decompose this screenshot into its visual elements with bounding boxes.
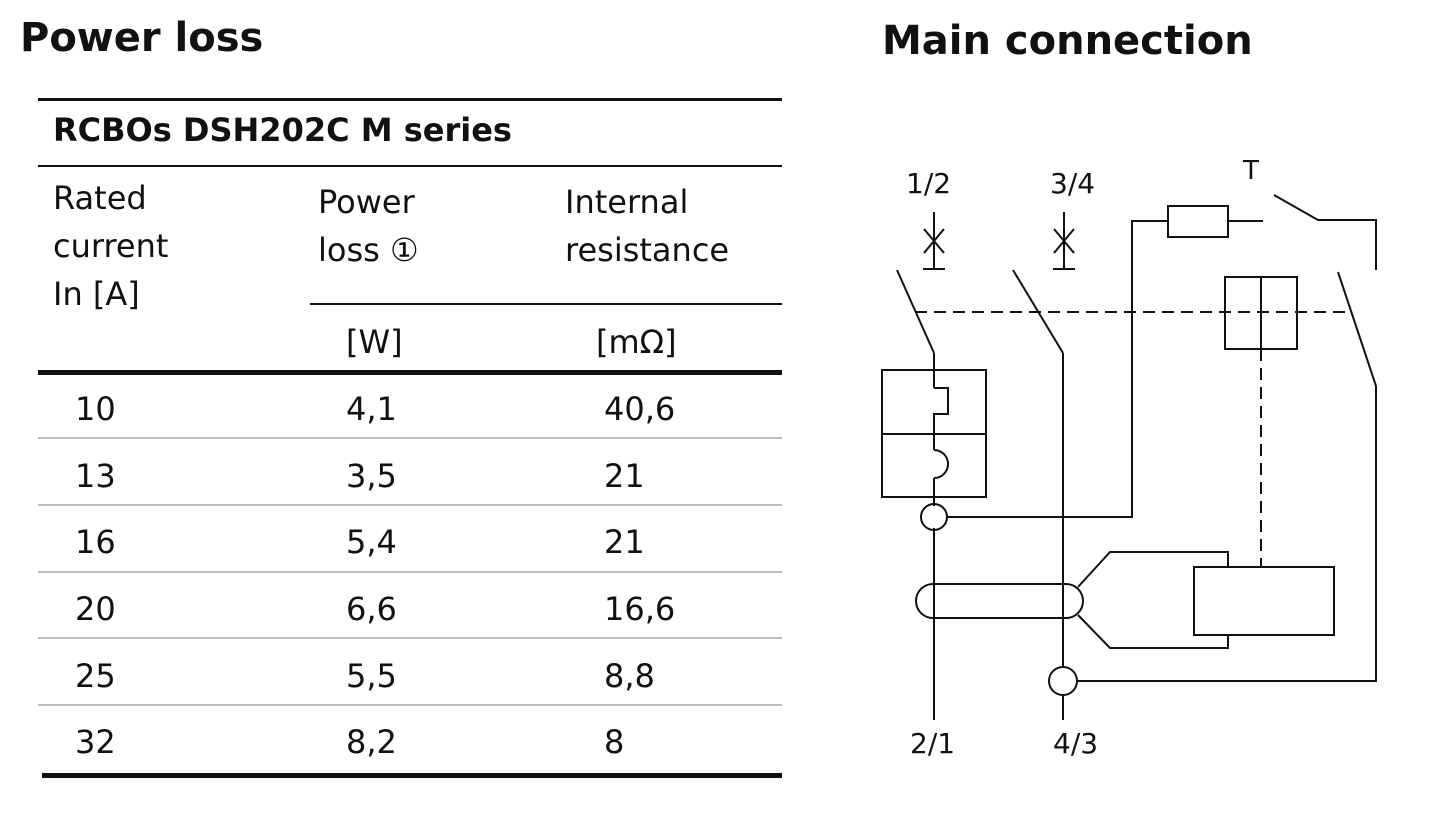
row-divider bbox=[38, 704, 782, 706]
header-internal-unit: [mΩ] bbox=[596, 323, 677, 361]
row-4-power: 6,6 bbox=[346, 590, 397, 628]
row-3-rated: 16 bbox=[75, 523, 116, 561]
terminal-circle-2 bbox=[1048, 666, 1078, 696]
row-divider bbox=[38, 637, 782, 639]
isolator-cross-2 bbox=[1053, 212, 1075, 270]
test-return-wire bbox=[1077, 386, 1377, 682]
test-button-contact bbox=[1273, 194, 1377, 270]
row-1-rated: 10 bbox=[75, 390, 116, 428]
test-button-label: T bbox=[1242, 156, 1259, 186]
table-bottom-rule bbox=[42, 773, 782, 778]
header-internal-line1: Internal bbox=[565, 183, 689, 221]
row-6-power: 8,2 bbox=[346, 723, 397, 761]
table-top-rule bbox=[38, 98, 782, 101]
row-3-power: 5,4 bbox=[346, 523, 397, 561]
main-connection-title: Main connection bbox=[882, 18, 1253, 64]
power-loss-title: Power loss bbox=[20, 15, 264, 61]
row-4-rated: 20 bbox=[75, 590, 116, 628]
residual-current-evaluation-box bbox=[1193, 566, 1335, 636]
header-bottom-rule bbox=[38, 370, 782, 375]
thermal-magnetic-release bbox=[881, 369, 987, 506]
row-2-rated: 13 bbox=[75, 457, 116, 495]
current-transformer bbox=[915, 583, 1084, 619]
row-divider bbox=[38, 571, 782, 573]
row-5-internal: 8,8 bbox=[604, 657, 655, 695]
table-caption: RCBOs DSH202C M series bbox=[53, 111, 512, 149]
test-resistor bbox=[1167, 205, 1229, 238]
caption-rule bbox=[38, 165, 782, 167]
power-loss-table: RCBOs DSH202C M series Rated current In … bbox=[38, 98, 782, 788]
row-6-internal: 8 bbox=[604, 723, 625, 761]
trip-relay bbox=[1224, 276, 1298, 350]
terminal-top-2-label: 3/4 bbox=[1050, 167, 1095, 200]
row-divider bbox=[38, 437, 782, 439]
header-rated-line2: current bbox=[53, 227, 169, 265]
row-1-internal: 40,6 bbox=[604, 390, 676, 428]
test-circuit-wire bbox=[947, 220, 1168, 518]
header-power-line1: Power bbox=[318, 183, 415, 221]
row-divider bbox=[38, 504, 782, 506]
row-5-power: 5,5 bbox=[346, 657, 397, 695]
terminal-top-1-label: 1/2 bbox=[906, 167, 951, 200]
row-1-power: 4,1 bbox=[346, 390, 397, 428]
header-rated-line3: In [A] bbox=[53, 275, 140, 313]
row-2-power: 3,5 bbox=[346, 457, 397, 495]
terminal-circle-1 bbox=[920, 503, 948, 531]
row-2-internal: 21 bbox=[604, 457, 645, 495]
terminal-bottom-1-label: 2/1 bbox=[910, 727, 955, 760]
isolator-cross-1 bbox=[923, 212, 945, 270]
switch-blade-3 bbox=[1337, 271, 1377, 387]
row-3-internal: 21 bbox=[604, 523, 645, 561]
header-power-line2: loss ① bbox=[318, 231, 419, 269]
subheader-rule bbox=[310, 303, 782, 305]
row-6-rated: 32 bbox=[75, 723, 116, 761]
header-rated-line1: Rated bbox=[53, 179, 147, 217]
terminal-bottom-2-label: 4/3 bbox=[1053, 727, 1098, 760]
header-power-unit: [W] bbox=[346, 323, 403, 361]
row-4-internal: 16,6 bbox=[604, 590, 676, 628]
row-5-rated: 25 bbox=[75, 657, 116, 695]
header-internal-line2: resistance bbox=[565, 231, 730, 269]
